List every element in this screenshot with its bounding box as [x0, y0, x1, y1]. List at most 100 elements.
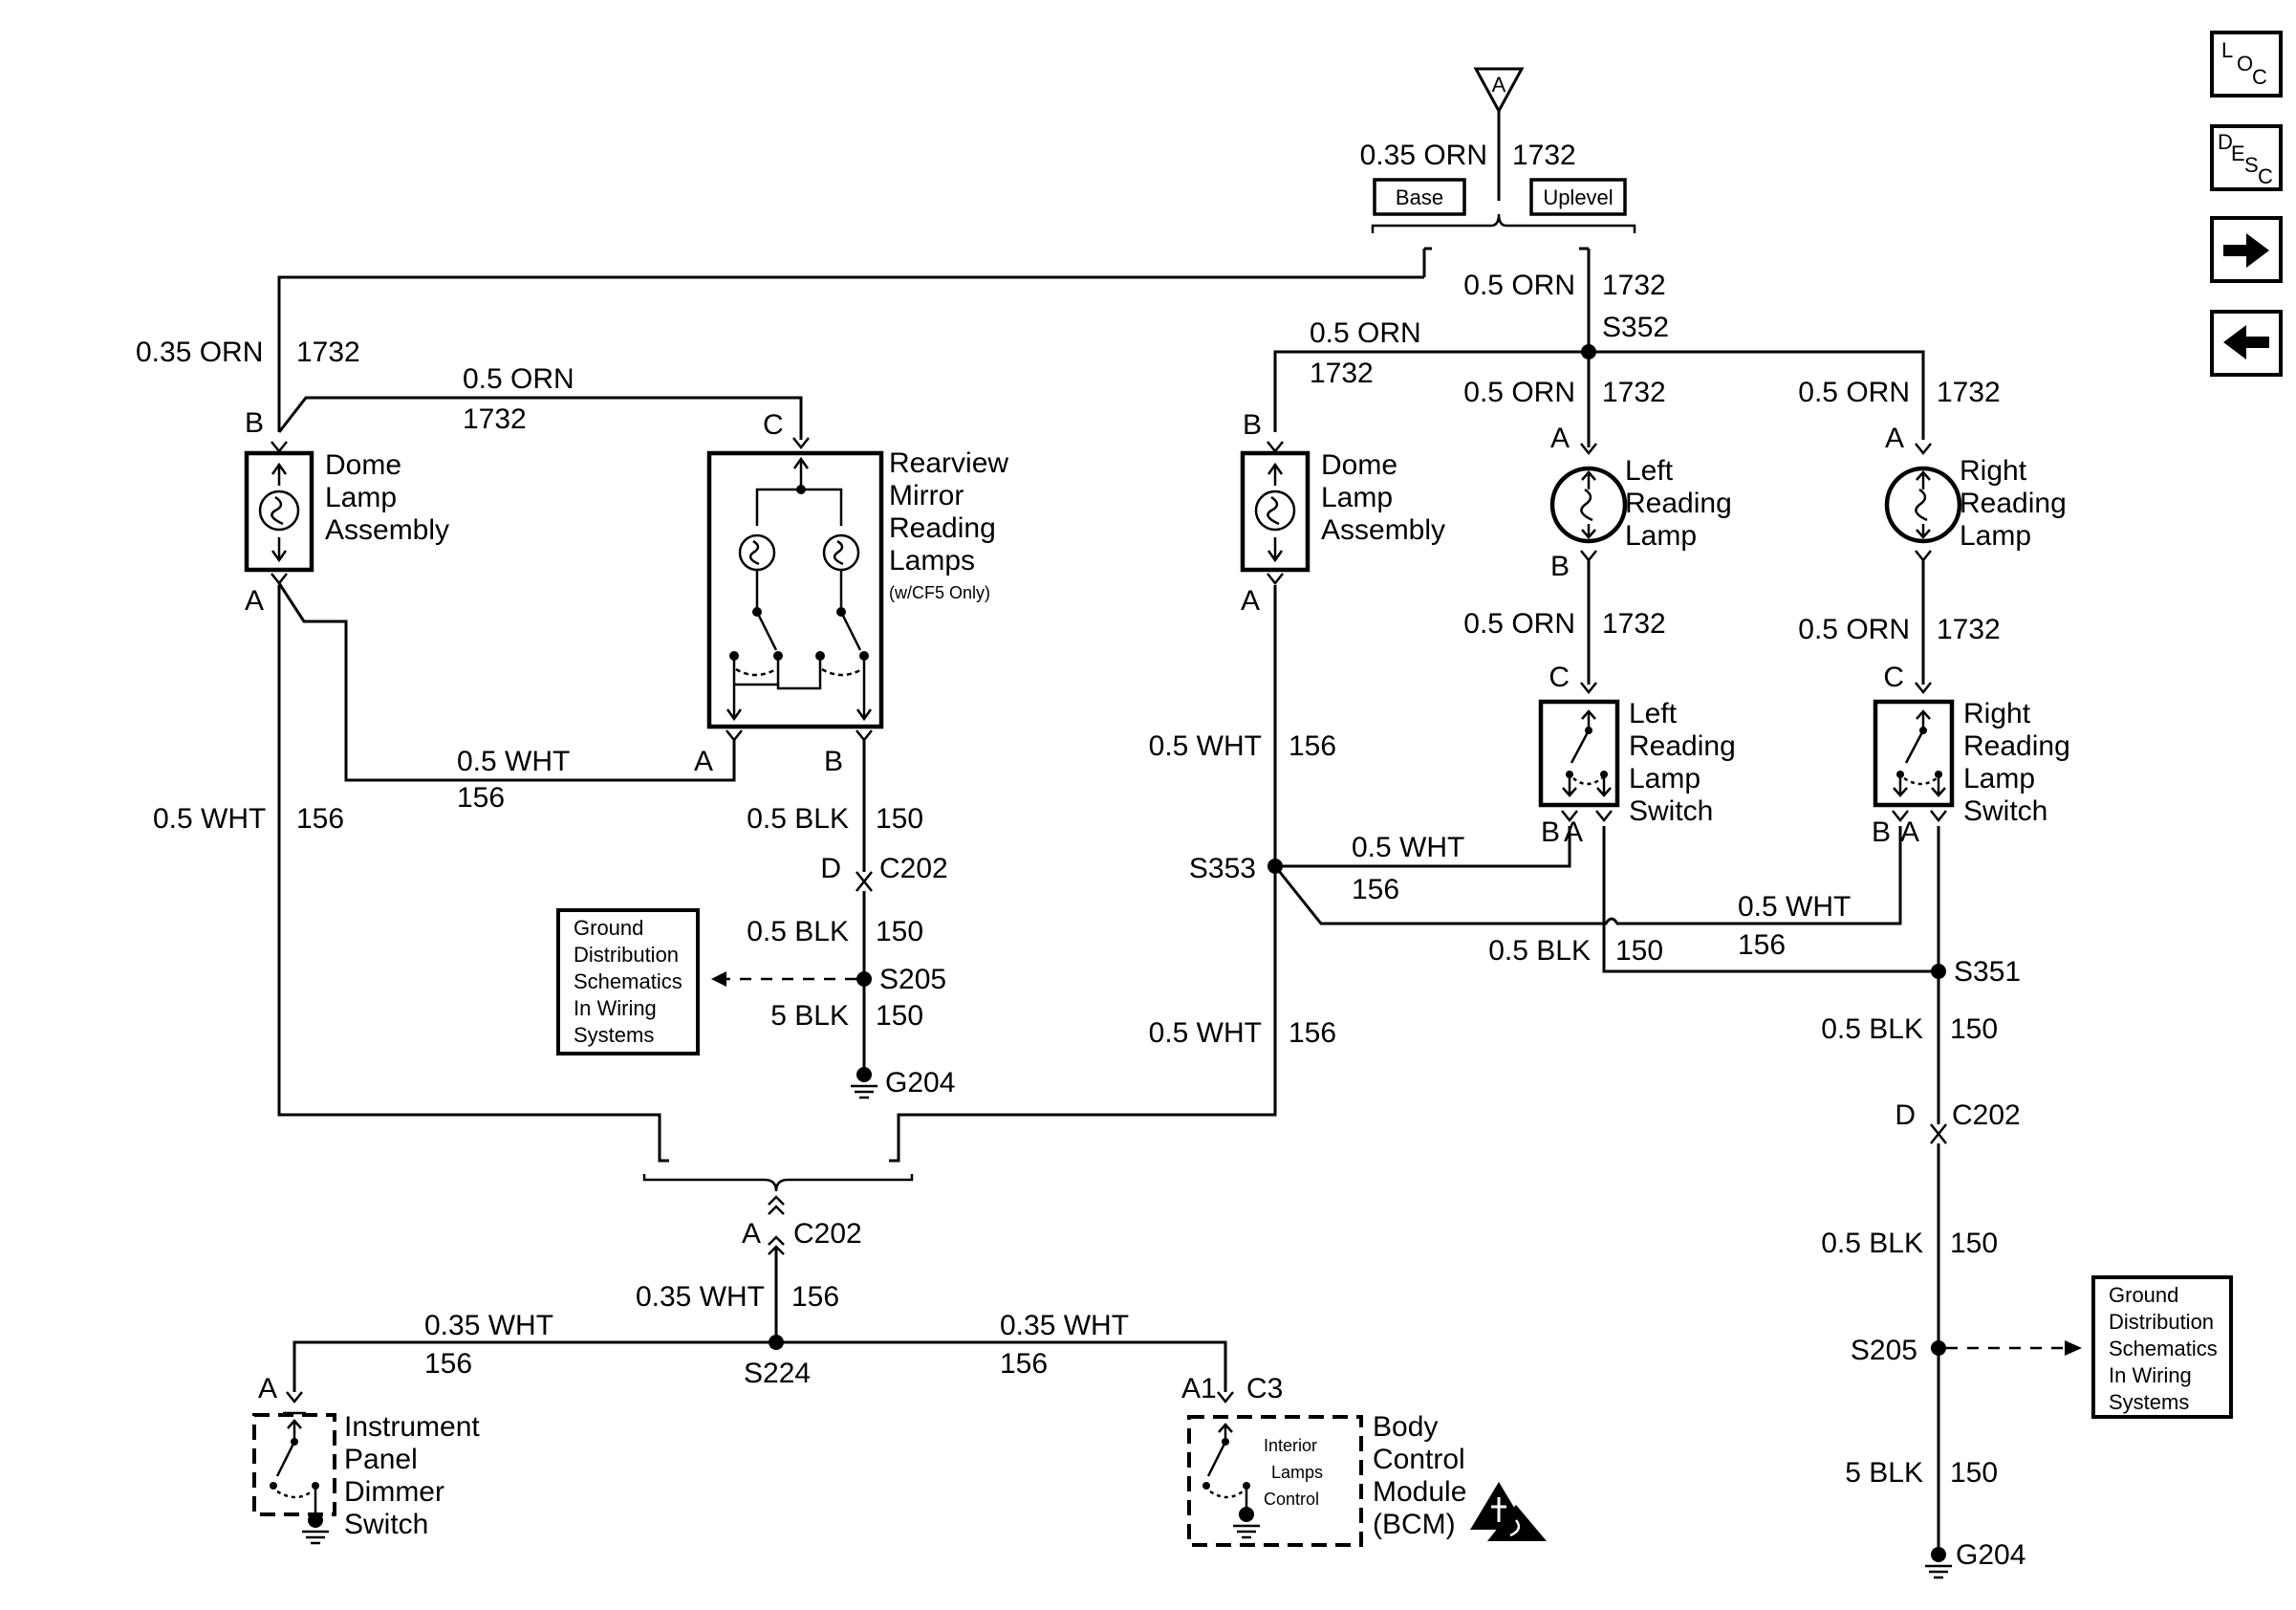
- desc-letter-e: E: [2231, 141, 2245, 165]
- feed-label: A: [1492, 73, 1506, 97]
- left-read-pin-b: B: [1550, 551, 1570, 582]
- right-read-wire1-color: 0.5 ORN: [1798, 377, 1910, 408]
- left-dome-down-wire-num: 156: [296, 803, 344, 835]
- mirror-name-1: Rearview: [889, 447, 1008, 479]
- mirror-pin-c: C: [763, 409, 784, 441]
- gnd-ref-left-5: Systems: [574, 1023, 654, 1047]
- mirror-body: [706, 450, 884, 729]
- right-sw-name-3: Lamp: [1963, 763, 2035, 794]
- right-sw-name-2: Reading: [1963, 730, 2070, 762]
- bottom-wire-color: 0.35 WHT: [636, 1281, 765, 1313]
- mirror-pin-a: A: [694, 746, 713, 777]
- uplevel-wire-num: 1732: [1602, 270, 1666, 301]
- mirror-gnd-wire2-num: 150: [876, 916, 923, 947]
- right-dome-lower-color: 0.5 WHT: [1149, 1017, 1262, 1049]
- mirror-ground: G204: [885, 1067, 955, 1099]
- dimmer-name-3: Dimmer: [344, 1476, 444, 1508]
- left-read-wire2-num: 1732: [1602, 608, 1666, 640]
- bottom-splice: S224: [744, 1358, 811, 1389]
- right-reading-lamp: 0.5 ORN 1732 A Right Reading Lamp 0.5 OR…: [1798, 377, 2070, 973]
- mirror-gnd-wire1-num: 150: [876, 803, 923, 835]
- right-c202-connector-icon: [1930, 1123, 1947, 1144]
- left-dome-wire-num: 1732: [296, 337, 360, 368]
- right-dome-name-2: Lamp: [1321, 482, 1393, 513]
- right-read-wire1-num: 1732: [1937, 377, 2001, 408]
- left-sw-pin-b: B: [1541, 816, 1560, 848]
- left-dome-name-1: Dome: [325, 449, 401, 481]
- body-control-module: A1 C3 Interior Lamps Control Body Contro…: [1181, 1373, 1547, 1547]
- right-dome-lower-num: 156: [1289, 1017, 1336, 1049]
- bcm-name-2: Control: [1373, 1444, 1465, 1475]
- mirror-ground-icon: [851, 1084, 877, 1099]
- loc-letter-c: C: [2252, 65, 2267, 89]
- dimmer-name-1: Instrument: [344, 1411, 480, 1443]
- bottom-merge: A C202 0.35 WHT 156 S224 0.35 WHT 156 0.…: [292, 1126, 1227, 1392]
- right-dome-name-3: Assembly: [1321, 514, 1445, 546]
- ground-ref-right[interactable]: Ground Distribution Schematics In Wiring…: [2091, 1275, 2233, 1419]
- left-dome-name-2: Lamp: [325, 482, 397, 513]
- arrow-left-icon: [2223, 325, 2269, 359]
- desc-button[interactable]: D E S C: [2210, 124, 2283, 191]
- mirror-name-4: Lamps: [889, 545, 975, 577]
- right-read-name-2: Reading: [1960, 488, 2067, 519]
- left-read-name-3: Lamp: [1625, 520, 1697, 552]
- right-sw-name-1: Right: [1963, 698, 2031, 729]
- desc-letter-d: D: [2218, 130, 2233, 154]
- left-dome-lamp: 0.35 ORN 1732 B A 0.5 ORN 1732 Dome Lamp…: [136, 337, 803, 1126]
- mirror-gnd-wire3-num: 150: [876, 1000, 923, 1032]
- desc-letter-c: C: [2258, 164, 2273, 188]
- bcm-ground-icon: [1233, 1524, 1260, 1539]
- prev-button[interactable]: [2210, 310, 2283, 377]
- left-sw-name-1: Left: [1629, 698, 1678, 729]
- gnd-ref-right-3: Schematics: [2109, 1337, 2218, 1360]
- right-gnd-wire1-num: 150: [1950, 1013, 1998, 1045]
- right-switch-body: [1873, 699, 1955, 808]
- bcm-name-1: Body: [1373, 1411, 1438, 1443]
- right-ground-icon: [1925, 1564, 1952, 1579]
- s353-left-wire-num: 156: [1352, 874, 1399, 905]
- right-dome-feed-num: 1732: [1310, 358, 1374, 389]
- left-sw-name-2: Reading: [1629, 730, 1736, 762]
- bcm-body: [1187, 1415, 1363, 1547]
- left-dome-pin-b: B: [245, 407, 264, 439]
- bottom-right-color: 0.35 WHT: [1000, 1310, 1129, 1341]
- loc-letter-o: O: [2237, 52, 2253, 76]
- right-dome-lamp: B Dome Lamp Assembly A 0.5 WHT 156 S353 …: [897, 409, 1902, 1126]
- mirror-name-2: Mirror: [889, 480, 964, 511]
- bcm-inner-1: Interior: [1264, 1436, 1317, 1455]
- gnd-ref-right-5: Systems: [2109, 1390, 2189, 1414]
- right-dome-wire-color: 0.5 WHT: [1149, 730, 1262, 762]
- right-dome-pin-b: B: [1243, 409, 1262, 441]
- right-dome-name-1: Dome: [1321, 449, 1397, 481]
- gnd-ref-left-1: Ground: [574, 916, 643, 940]
- right-dome-pin-a: A: [1241, 585, 1260, 617]
- loc-letter-l: L: [2221, 38, 2233, 62]
- right-read-wire2-num: 1732: [1937, 614, 2001, 645]
- left-dome-bulb-icon: [258, 490, 300, 532]
- next-button[interactable]: [2210, 216, 2283, 283]
- bcm-inner-3: Control: [1264, 1490, 1319, 1509]
- left-read-name-2: Reading: [1625, 488, 1732, 519]
- left-read-pin-a: A: [1550, 423, 1570, 454]
- right-gnd-wire2-num: 150: [1950, 1228, 1998, 1259]
- uplevel-splice: S352: [1602, 312, 1669, 343]
- left-dome-name-3: Assembly: [325, 514, 449, 546]
- feed-wire-color: 0.35 ORN: [1360, 140, 1487, 171]
- dimmer-pin: A: [258, 1373, 277, 1404]
- right-sw-pin-b: B: [1872, 816, 1891, 848]
- dimmer-name-4: Switch: [344, 1509, 428, 1540]
- gnd-ref-right-4: In Wiring: [2109, 1363, 2192, 1387]
- bottom-conn: C202: [793, 1218, 862, 1250]
- mirror-splice: S205: [879, 964, 946, 995]
- left-dome-mirror-wire-num: 156: [457, 782, 505, 814]
- ground-ref-left[interactable]: Ground Distribution Schematics In Wiring…: [556, 908, 700, 1055]
- mirror-conn: C202: [879, 853, 948, 884]
- right-dome-splice: S353: [1189, 853, 1256, 884]
- right-reading-bulb-icon: [1884, 466, 1962, 544]
- bcm-name-4: (BCM): [1373, 1509, 1456, 1540]
- dimmer-ground-icon: [302, 1530, 329, 1545]
- loc-button[interactable]: L O C: [2210, 31, 2283, 98]
- bottom-conn-pin: A: [742, 1218, 761, 1250]
- left-read-wire1-num: 1732: [1602, 377, 1666, 408]
